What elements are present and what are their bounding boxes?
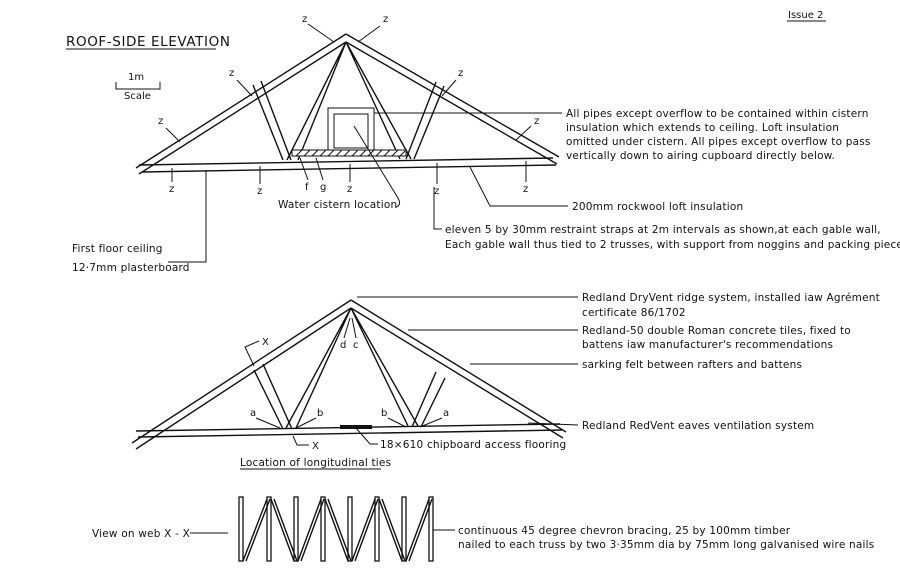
eaves-note: Redland RedVent eaves ventilation system [527, 420, 814, 432]
svg-text:18×610 chipboard access floori: 18×610 chipboard access flooring [380, 439, 566, 451]
truss-section [131, 299, 567, 450]
svg-text:a: a [443, 408, 449, 419]
ceiling-note: First floor ceiling 12·7mm plasterboard [72, 170, 207, 274]
cistern-platform [291, 149, 407, 157]
rockwool-note: 200mm rockwool loft insulation [572, 201, 743, 213]
svg-text:z: z [534, 116, 539, 127]
water-cistern [327, 107, 375, 154]
sarking-note: sarking felt between rafters and battens [470, 359, 802, 371]
svg-text:First floor ceiling: First floor ceiling [72, 243, 163, 255]
issue-label: Issue 2 [788, 10, 823, 21]
scale-bar: 1m Scale [115, 72, 161, 102]
svg-text:nailed to each truss by two 3: nailed to each truss by two 3·35mm dia b… [458, 539, 874, 551]
web-bracing-view: View on web X - X continuous 45 degree c… [92, 496, 874, 562]
ridge-note: Redland DryVent ridge system, installed … [357, 292, 880, 319]
strap-markers-top: z z z z z z z z z z z [158, 14, 539, 197]
svg-text:insulation which extends to ce: insulation which extends to ceiling. Lof… [566, 122, 839, 134]
svg-text:b: b [381, 408, 387, 419]
cistern-location-label: Water cistern location [278, 199, 397, 211]
svg-text:View on web X - X: View on web X - X [92, 528, 190, 540]
section-mark-x-bottom: X [312, 441, 319, 452]
svg-text:z: z [229, 68, 234, 79]
svg-text:battens iaw manufacturer's re: battens iaw manufacturer's recommendatio… [582, 339, 833, 351]
svg-text:z: z [383, 14, 388, 25]
svg-text:sarking felt between rafters: sarking felt between rafters and battens [582, 359, 802, 371]
svg-text:z: z [458, 68, 463, 79]
svg-text:z: z [302, 14, 307, 25]
flooring-note: 18×610 chipboard access flooring [355, 427, 566, 451]
svg-text:c: c [353, 340, 359, 351]
svg-text:12·7mm plasterboard: 12·7mm plasterboard [72, 262, 190, 274]
svg-text:vertically down to airing cu: vertically down to airing cupboard direc… [566, 150, 835, 162]
svg-text:Redland DryVent ridge system,: Redland DryVent ridge system, installed … [582, 292, 880, 304]
svg-text:certificate 86/1702: certificate 86/1702 [582, 307, 686, 319]
svg-text:Each gable wall thus tied to 2: Each gable wall thus tied to 2 trusses, … [445, 239, 900, 251]
svg-text:1m: 1m [128, 72, 144, 83]
section-mark-x-top: X [262, 337, 269, 348]
svg-text:Redland-50 double Roman concre: Redland-50 double Roman concrete tiles, … [582, 325, 851, 337]
access-flooring [340, 425, 372, 429]
svg-text:continuous 45 degree chevron b: continuous 45 degree chevron bracing, 25… [458, 525, 791, 537]
label-f: f [305, 182, 309, 193]
svg-text:b: b [317, 408, 323, 419]
tiles-note: Redland-50 double Roman concrete tiles, … [408, 325, 851, 351]
svg-text:z: z [347, 184, 352, 195]
svg-text:z: z [523, 184, 528, 195]
straps-note: eleven 5 by 30mm restraint straps at 2m … [433, 187, 900, 251]
svg-text:Redland RedVent eaves ventilat: Redland RedVent eaves ventilation system [582, 420, 814, 432]
svg-text:z: z [434, 186, 439, 197]
location-ties-label: Location of longitudinal ties [240, 457, 391, 469]
label-g: g [320, 182, 326, 193]
elevation-truss [135, 33, 560, 175]
svg-text:eleven 5 by 30mm restraint st: eleven 5 by 30mm restraint straps at 2m … [445, 224, 881, 236]
scale-label: Scale [124, 91, 151, 102]
svg-text:a: a [250, 408, 256, 419]
svg-text:z: z [257, 186, 262, 197]
svg-text:z: z [169, 184, 174, 195]
svg-text:omitted under cistern. All pi: omitted under cistern. All pipes except … [566, 136, 871, 148]
svg-text:z: z [158, 116, 163, 127]
svg-text:All pipes except overflow to b: All pipes except overflow to be containe… [566, 108, 869, 120]
svg-text:d: d [340, 340, 346, 351]
pipes-note: All pipes except overflow to be containe… [374, 108, 871, 162]
elevation-title: ROOF-SIDE ELEVATION [66, 34, 231, 50]
